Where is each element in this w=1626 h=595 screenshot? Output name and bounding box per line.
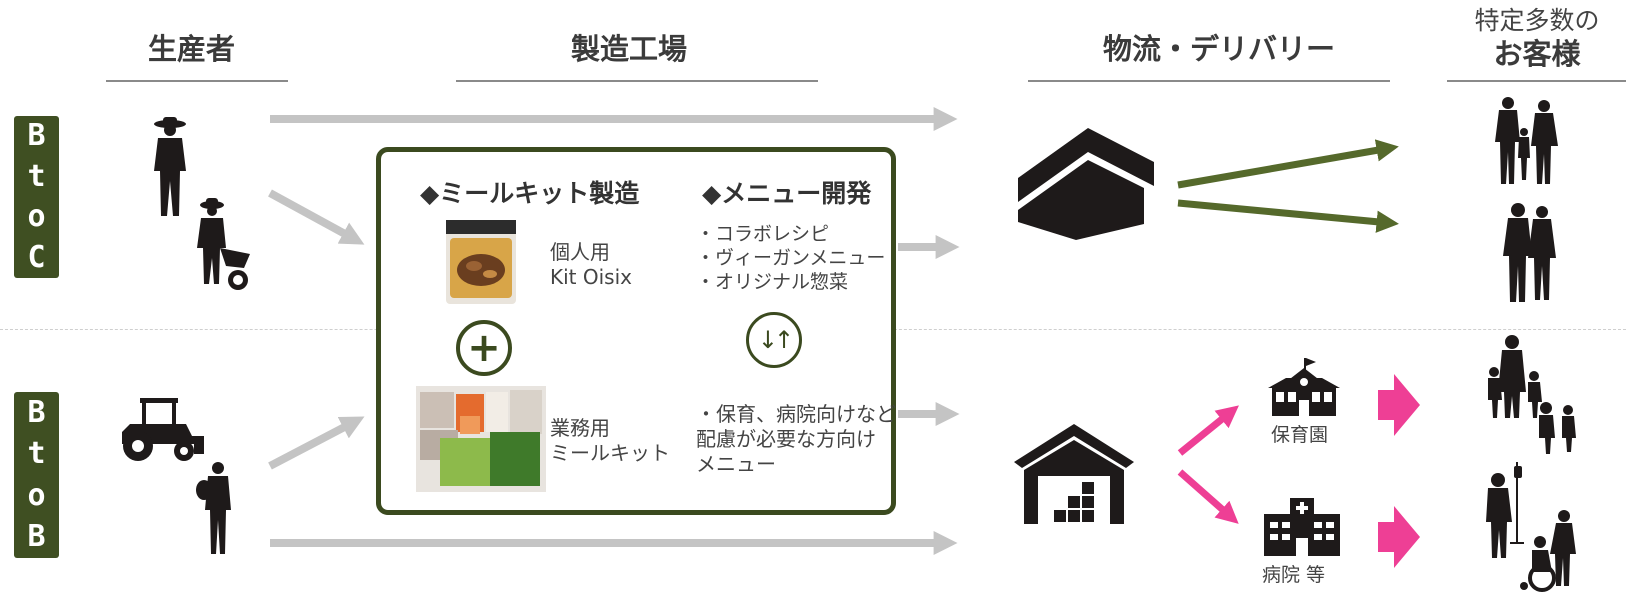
nursery-building-icon — [1268, 358, 1340, 416]
customer-title: 特定多数の お客様 — [1448, 6, 1626, 72]
exchange-arrows-icon: ↓↑ — [746, 312, 802, 368]
menu-title: ◆メニュー開発 — [702, 179, 872, 208]
personal-line2: Kit Oisix — [550, 265, 632, 289]
menu-item: ・コラボレシピ — [696, 223, 830, 245]
btoc-letter: B — [27, 118, 46, 154]
patients-silhouette-icon — [1486, 462, 1576, 592]
couple-silhouette-icon — [1503, 203, 1556, 302]
arrow-producer-to-factory-top — [268, 189, 365, 245]
btob-letter: B — [27, 519, 46, 555]
arrow-hospital-to-patients — [1378, 506, 1420, 568]
plus-symbol: + — [467, 325, 501, 371]
customer-title-line2: お客様 — [1493, 37, 1581, 71]
personal-line1: 個人用 — [550, 240, 610, 264]
hospital-label: 病院 等 — [1262, 564, 1326, 586]
producer-underline — [106, 80, 288, 82]
btoc-letter: C — [27, 239, 46, 275]
btob-letter: B — [27, 394, 46, 430]
arrow-delivery-bottom — [1177, 199, 1399, 233]
logistics-underline — [1028, 80, 1390, 82]
btob-letter: t — [27, 436, 46, 472]
arrow-to-hospital — [1177, 469, 1239, 524]
tractor-icon — [122, 398, 204, 461]
factory-underline — [456, 80, 818, 82]
children-silhouette-icon — [1488, 335, 1576, 454]
arrow-to-nursery — [1177, 405, 1239, 456]
care-line2: 配慮が必要な方向け — [696, 427, 876, 451]
mealkit-title: ◆ミールキット製造 — [420, 179, 640, 208]
farmer-basket-icon — [196, 462, 231, 554]
btoc-label: B t o C — [14, 116, 59, 278]
customer-underline — [1447, 80, 1626, 82]
hospital-building-icon — [1264, 498, 1340, 556]
menu-item: ・ヴィーガンメニュー — [696, 247, 886, 269]
btob-label: B t o B — [14, 392, 59, 558]
arrow-producer-to-factory-bottom — [268, 416, 365, 470]
btoc-letter: t — [27, 158, 46, 194]
kit-oisix-product-image — [446, 220, 516, 304]
producer-title: 生産者 — [148, 32, 236, 66]
menu-item: ・オリジナル惣菜 — [696, 271, 849, 293]
care-line3: メニュー — [696, 452, 776, 476]
plus-icon: + — [456, 320, 512, 376]
farmer-wheelbarrow-icon — [197, 198, 250, 290]
btob-letter: o — [27, 477, 46, 513]
business-line1: 業務用 — [550, 416, 610, 440]
care-line1: ・保育、病院向けなど — [696, 402, 896, 426]
arrow-delivery-top — [1177, 139, 1399, 189]
logistics-title: 物流・デリバリー — [1103, 32, 1336, 66]
delivery-house-icon — [1018, 128, 1154, 240]
family-silhouette-icon — [1495, 97, 1558, 184]
business-mealkit-image — [416, 386, 546, 492]
business-line2: ミールキット — [550, 441, 670, 465]
warehouse-icon — [1014, 424, 1134, 524]
farmer-hat-icon — [154, 117, 186, 216]
nursery-label: 保育園 — [1271, 424, 1329, 446]
customer-title-line1: 特定多数の — [1474, 6, 1600, 35]
exchange-symbol: ↓↑ — [757, 326, 794, 354]
arrow-nursery-to-children — [1378, 374, 1420, 436]
factory-title: 製造工場 — [571, 32, 688, 66]
btoc-letter: o — [27, 199, 46, 235]
